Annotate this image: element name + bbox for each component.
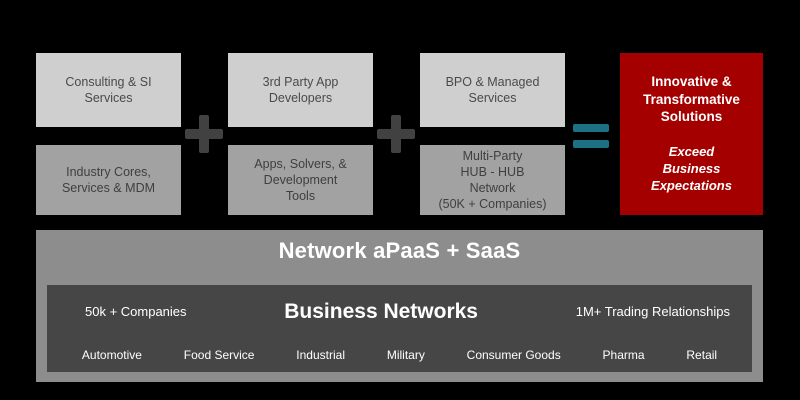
equation-box-apps-solvers-development-tools: Apps, Solvers, & Development Tools [228,145,373,215]
industry-item-retail: Retail [686,348,718,362]
equation-box-label: Multi-Party HUB - HUB Network (50K + Com… [438,149,547,211]
equation-box-label: 3rd Party App Developers [262,75,339,105]
equation-box-consulting-si-services: Consulting & SI Services [36,53,181,127]
platform-band: Network aPaaS + SaaS 50k + Companies Bus… [36,230,763,382]
equation-box-label: Apps, Solvers, & Development Tools [254,157,347,203]
industry-item-consumer-goods: Consumer Goods [466,348,561,362]
industry-item-pharma: Pharma [602,348,645,362]
result-subtitle: Exceed Business Expectations [651,143,732,193]
business-networks-row: 50k + Companies Business Networks 1M+ Tr… [47,285,752,338]
stat-companies: 50k + Companies [85,304,187,319]
plus-icon [377,115,415,153]
equals-icon-bottom-bar [573,140,609,148]
result-box-innovative-transformative-solutions: Innovative & Transformative Solutions Ex… [620,53,763,215]
equation-box-multi-party-hub-network: Multi-Party HUB - HUB Network (50K + Com… [420,145,565,215]
business-networks-panel: 50k + Companies Business Networks 1M+ Tr… [47,285,752,372]
stat-trading-relationships: 1M+ Trading Relationships [575,304,730,319]
platform-title: Network aPaaS + SaaS [278,238,521,263]
industry-item-industrial: Industrial [296,348,345,362]
plus-icon-vertical-bar [199,115,209,153]
industry-item-food-service: Food Service [183,348,255,362]
equation-box-label: Industry Cores, Services & MDM [61,165,156,195]
plus-icon-vertical-bar [391,115,401,153]
equation-box-bpo-managed-services: BPO & Managed Services [420,53,565,127]
industry-list: Automotive Food Service Industrial Milit… [47,338,752,372]
equals-icon [573,124,609,148]
plus-icon [185,115,223,153]
result-title: Innovative & Transformative Solutions [643,74,740,125]
industry-item-automotive: Automotive [81,348,142,362]
equation-box-3rd-party-app-developers: 3rd Party App Developers [228,53,373,127]
business-networks-title: Business Networks [284,299,478,323]
equation-box-label: BPO & Managed Services [445,75,540,105]
industry-item-military: Military [386,348,425,362]
equation-box-label: Consulting & SI Services [65,75,152,105]
equation-box-industry-cores: Industry Cores, Services & MDM [36,145,181,215]
equals-icon-top-bar [573,124,609,132]
